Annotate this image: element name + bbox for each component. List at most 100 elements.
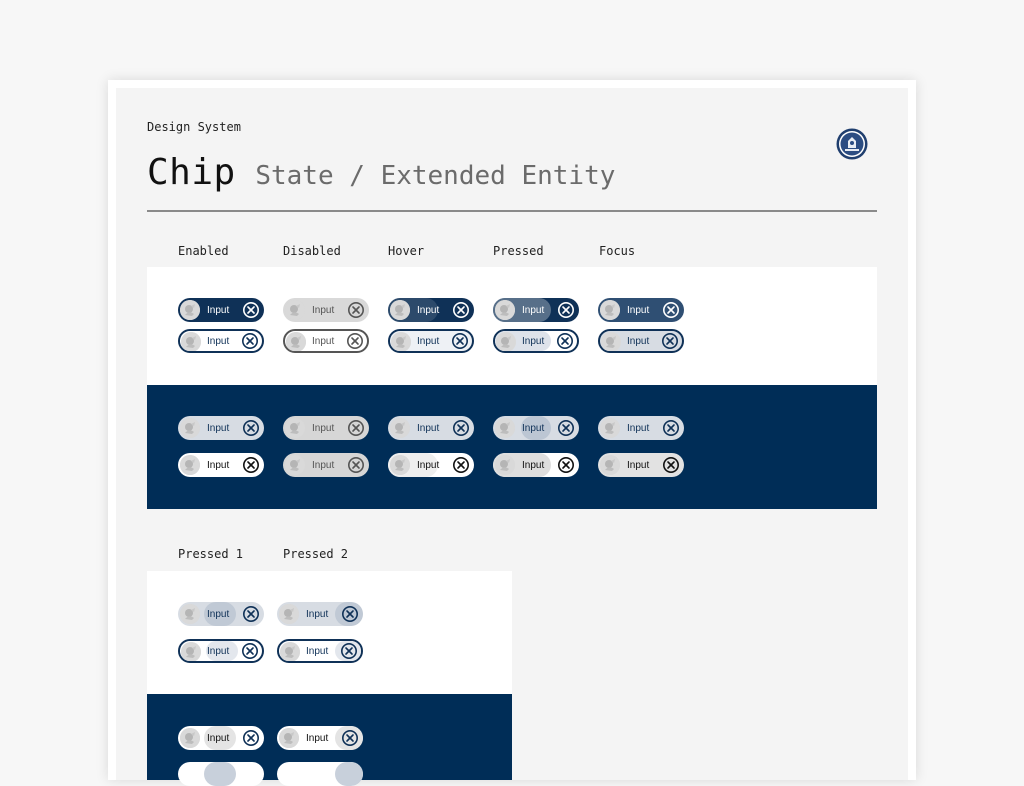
person-avatar-icon — [495, 300, 515, 320]
chip-label: Input — [312, 335, 335, 347]
chip-label: Input — [417, 335, 440, 347]
person-avatar-icon — [285, 300, 305, 320]
close-circle-icon[interactable] — [241, 642, 259, 660]
eyebrow-label: Design System — [147, 120, 241, 134]
chip-pressed-outline[interactable]: Input — [493, 329, 579, 353]
chip-label: Input — [306, 645, 329, 657]
chip-pressed1-on-dark-outline[interactable] — [178, 762, 264, 786]
close-circle-icon[interactable] — [662, 456, 680, 474]
close-circle-icon — [346, 332, 364, 350]
person-avatar-icon — [180, 455, 200, 475]
spec-sheet: Design System Chip State / Extended Enti… — [108, 80, 916, 786]
chip-pressed-on-dark-tonal[interactable]: Input — [493, 416, 579, 440]
close-circle-icon[interactable] — [242, 729, 260, 747]
close-circle-icon[interactable] — [662, 301, 680, 319]
chip-label: Input — [522, 304, 545, 316]
column-label-enabled: Enabled — [178, 244, 229, 258]
close-circle-icon[interactable] — [242, 301, 260, 319]
person-avatar-icon — [390, 455, 410, 475]
close-circle-icon[interactable] — [341, 605, 359, 623]
chip-hover-filled[interactable]: Input — [388, 298, 474, 322]
column-label-pressed-2: Pressed 2 — [283, 547, 349, 561]
close-circle-icon[interactable] — [242, 419, 260, 437]
chip-label: Input — [417, 422, 440, 434]
chip-disabled-on-dark-tonal: Input — [283, 416, 369, 440]
chip-pressed1-on-dark[interactable]: Input — [178, 726, 264, 750]
title-divider — [147, 210, 877, 212]
close-circle-icon — [347, 419, 365, 437]
chip-pressed1-tonal[interactable]: Input — [178, 602, 264, 626]
close-circle-icon — [347, 301, 365, 319]
chip-enabled-on-dark-tonal[interactable]: Input — [178, 416, 264, 440]
pressed-overlay — [335, 762, 363, 786]
title-main: Chip — [147, 152, 236, 193]
chip-focus-filled[interactable]: Input — [598, 298, 684, 322]
close-circle-icon[interactable] — [661, 332, 679, 350]
column-label-disabled: Disabled — [283, 244, 341, 258]
close-circle-icon — [347, 456, 365, 474]
dark-panel-states: Input Input Input Input Input — [147, 385, 877, 509]
person-avatar-icon — [495, 418, 515, 438]
person-avatar-icon — [280, 642, 300, 661]
page-title: Chip State / Extended Entity — [147, 152, 615, 193]
close-circle-icon[interactable] — [452, 456, 470, 474]
chip-label: Input — [627, 304, 650, 316]
close-circle-icon[interactable] — [556, 332, 574, 350]
close-circle-icon[interactable] — [241, 332, 259, 350]
chip-label: Input — [207, 304, 230, 316]
chip-focus-on-dark-tonal[interactable]: Input — [598, 416, 684, 440]
chip-pressed-filled[interactable]: Input — [493, 298, 579, 322]
chip-pressed2-on-dark[interactable]: Input — [277, 726, 363, 750]
person-avatar-icon — [600, 455, 620, 475]
chip-label: Input — [312, 422, 335, 434]
chip-label: Input — [207, 335, 230, 347]
chip-pressed1-outline[interactable]: Input — [178, 639, 264, 663]
close-circle-icon[interactable] — [242, 605, 260, 623]
close-circle-icon[interactable] — [662, 419, 680, 437]
person-avatar-icon — [180, 418, 200, 438]
close-circle-icon[interactable] — [340, 642, 358, 660]
chip-focus-outline[interactable]: Input — [598, 329, 684, 353]
chip-label: Input — [417, 304, 440, 316]
chip-pressed2-tonal[interactable]: Input — [277, 602, 363, 626]
close-circle-icon[interactable] — [452, 419, 470, 437]
chip-enabled-on-dark-white[interactable]: Input — [178, 453, 264, 477]
column-label-hover: Hover — [388, 244, 425, 258]
chip-label: Input — [312, 459, 335, 471]
person-avatar-icon — [600, 418, 620, 438]
chip-pressed2-outline[interactable]: Input — [277, 639, 363, 663]
chip-pressed2-on-dark-outline[interactable] — [277, 762, 363, 786]
title-subtitle: State / Extended Entity — [255, 161, 616, 191]
chip-hover-on-dark-white[interactable]: Input — [388, 453, 474, 477]
close-circle-icon[interactable] — [557, 456, 575, 474]
chip-hover-outline[interactable]: Input — [388, 329, 474, 353]
chip-label: Input — [522, 335, 545, 347]
chip-label: Input — [306, 608, 329, 620]
person-avatar-icon — [601, 332, 621, 351]
person-avatar-icon — [391, 332, 411, 351]
person-avatar-icon — [286, 332, 306, 351]
close-circle-icon[interactable] — [341, 729, 359, 747]
chip-focus-on-dark-white[interactable]: Input — [598, 453, 684, 477]
close-circle-icon[interactable] — [557, 419, 575, 437]
person-avatar-icon — [496, 332, 516, 351]
close-circle-icon[interactable] — [451, 332, 469, 350]
person-avatar-icon — [285, 455, 305, 475]
person-avatar-icon — [180, 728, 200, 748]
close-circle-icon[interactable] — [242, 456, 260, 474]
chip-label: Input — [207, 608, 230, 620]
person-avatar-icon — [390, 418, 410, 438]
chip-hover-on-dark-tonal[interactable]: Input — [388, 416, 474, 440]
person-avatar-icon — [181, 642, 201, 661]
chip-enabled-filled[interactable]: Input — [178, 298, 264, 322]
chip-label: Input — [207, 645, 230, 657]
column-label-focus: Focus — [599, 244, 636, 258]
column-label-pressed: Pressed — [493, 244, 544, 258]
chip-disabled-outline: Input — [283, 329, 369, 353]
chip-pressed-on-dark-white[interactable]: Input — [493, 453, 579, 477]
chip-enabled-outline[interactable]: Input — [178, 329, 264, 353]
close-circle-icon[interactable] — [452, 301, 470, 319]
dark-panel-pressed: Input Input — [147, 694, 512, 786]
chip-label: Input — [312, 304, 335, 316]
close-circle-icon[interactable] — [557, 301, 575, 319]
